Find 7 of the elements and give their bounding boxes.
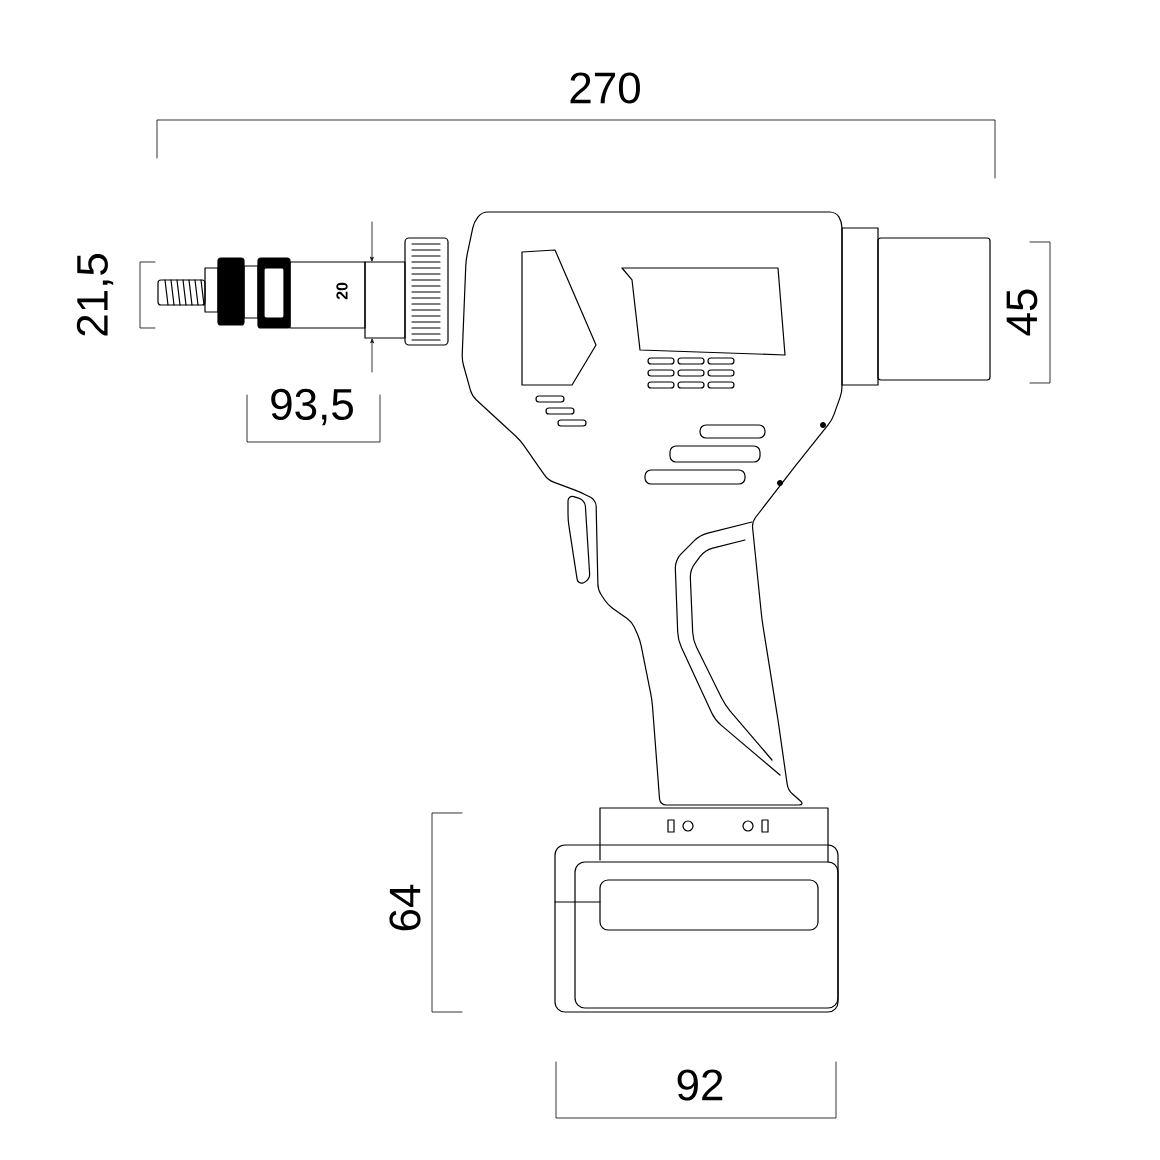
- dimension-label: 21,5: [76, 254, 114, 336]
- dimension-label: 270: [570, 72, 640, 104]
- dimension-label: 92: [677, 1069, 723, 1101]
- dimension-label: 93,5: [271, 388, 353, 426]
- dimension-label: 64: [389, 884, 421, 931]
- dimension-label: 20: [336, 282, 348, 300]
- dimension-label: 45: [1006, 289, 1038, 336]
